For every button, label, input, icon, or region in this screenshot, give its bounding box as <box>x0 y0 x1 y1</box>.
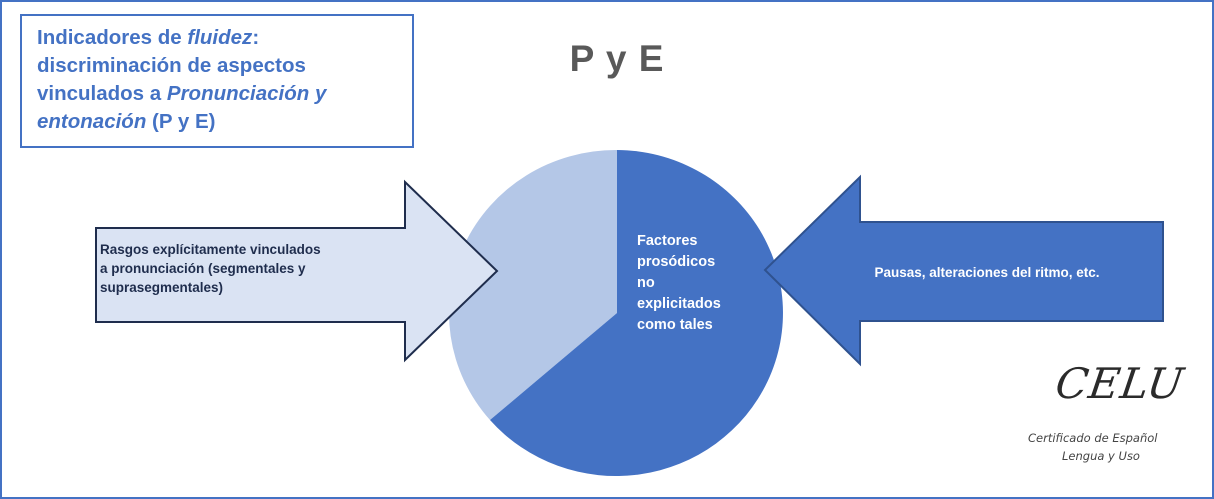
pie-slice-dark <box>490 150 783 476</box>
topic-title-text: vinculados a <box>37 82 167 105</box>
left-arrow-label-line: Rasgos explícitamente vinculados <box>100 242 321 257</box>
pie-slice-light <box>448 149 617 420</box>
topic-title-emphasis: fluidez <box>187 26 253 49</box>
left-arrow-label-line: a pronunciación (segmentales y <box>100 261 306 276</box>
celu-logo-subtitle: Certificado de Español <box>1028 431 1158 445</box>
pie-label-line: Factores <box>637 233 698 249</box>
left-arrow-label-line: suprasegmentales) <box>100 280 224 295</box>
topic-title-line-1: Indicadores de fluidez: <box>37 24 412 52</box>
celu-logo-word: CELU <box>1052 359 1188 408</box>
pie-label-line: prosódicos <box>637 254 716 270</box>
pie-slice-label: Factores prosódicos no explicitados como… <box>637 231 747 336</box>
diagram-title: P y E <box>569 38 665 79</box>
topic-title-line-3: vinculados a Pronunciación y <box>37 80 412 108</box>
topic-title-box: Indicadores de fluidez: discriminación d… <box>20 14 414 148</box>
topic-title-text: discriminación de aspectos <box>37 54 306 77</box>
topic-title-emphasis: Pronunciación y <box>166 82 327 105</box>
pie-label-line: como tales <box>637 317 713 333</box>
topic-title-line-2: discriminación de aspectos <box>37 52 412 80</box>
celu-logo-subtitle: Lengua y Uso <box>1062 449 1140 463</box>
pie-label-line: no <box>637 275 655 291</box>
topic-title-line-4: entonación (P y E) <box>37 108 412 136</box>
topic-title-emphasis: entonación <box>37 110 147 133</box>
pie-label-line: explicitados <box>637 296 721 312</box>
right-arrow-label: Pausas, alteraciones del ritmo, etc. <box>874 265 1100 280</box>
topic-title-text: Indicadores de <box>37 26 188 49</box>
topic-title-text: (P y E) <box>146 110 216 133</box>
right-arrow-shape <box>763 174 1164 367</box>
left-arrow-label: Rasgos explícitamente vinculados a pronu… <box>100 240 440 297</box>
left-arrow-shape <box>95 179 499 363</box>
celu-logo: CELU Certificado de Español Lengua y Uso <box>1022 359 1187 479</box>
topic-title-text: : <box>252 26 260 49</box>
